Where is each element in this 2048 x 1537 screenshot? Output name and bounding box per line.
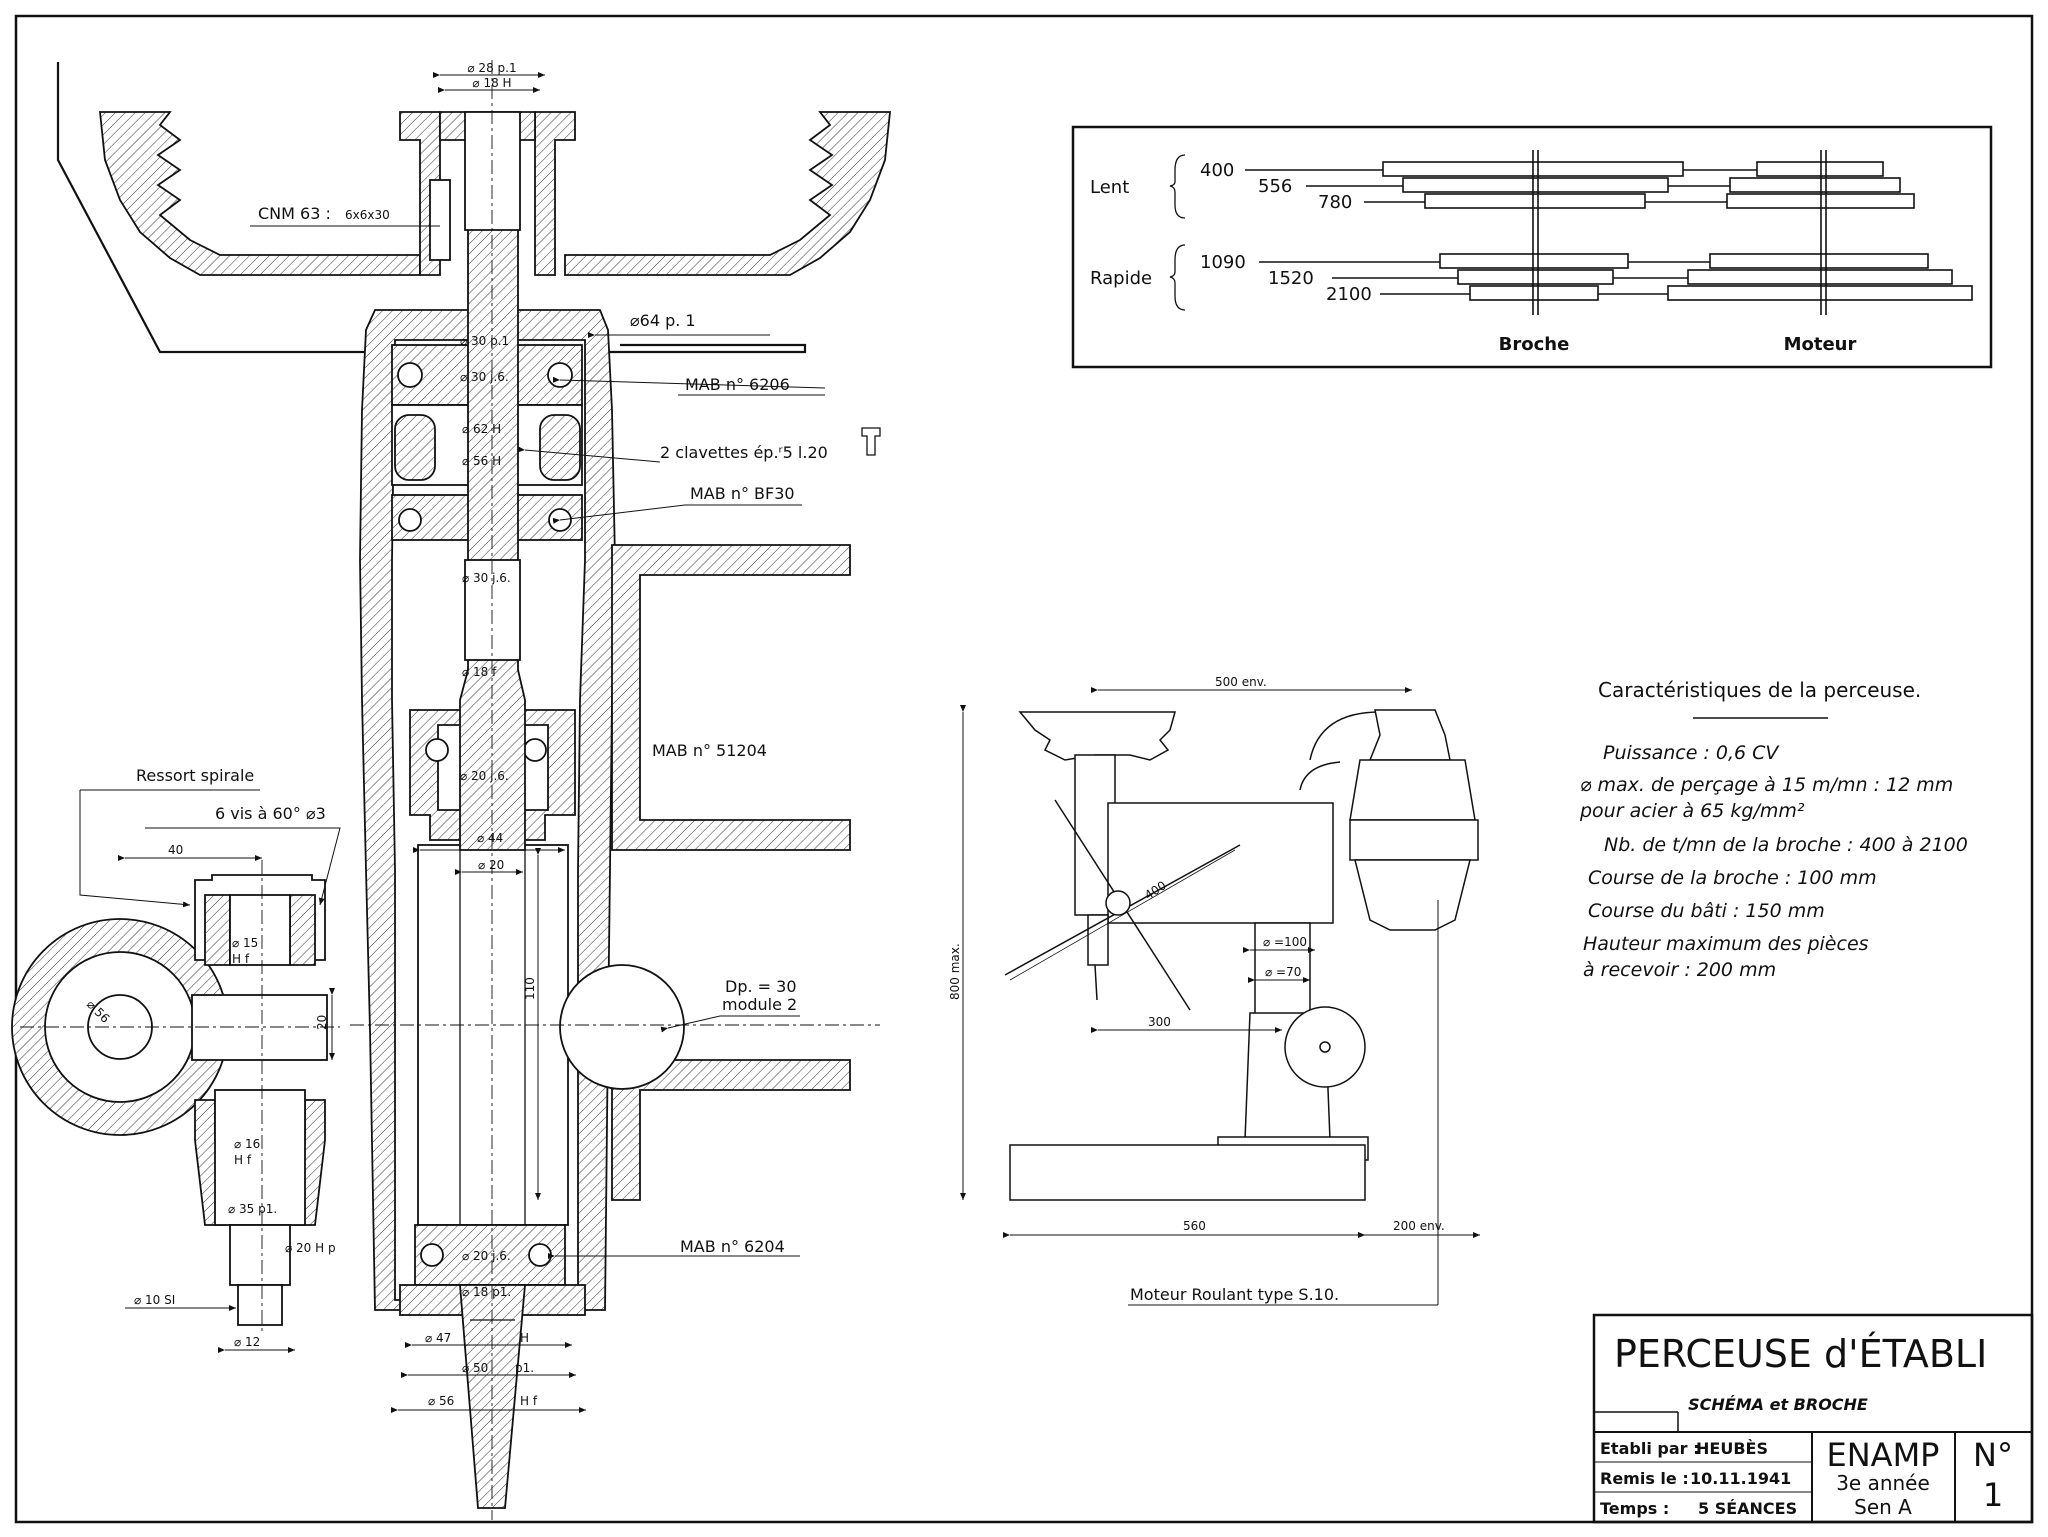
dim-20: 20: [315, 1015, 329, 1030]
dim-d20j6-top: ⌀ 20 j.6.: [460, 769, 509, 783]
char-hauteur-1: Hauteur maximum des pièces: [1583, 933, 1869, 955]
etabli-value: HEUBÈS: [1696, 1439, 1768, 1458]
label-clavettes: 2 clavettes ép.ʳ5 l.20: [660, 443, 828, 462]
dim-d20j6-bot: ⌀ 20 j.6.: [462, 1249, 511, 1263]
key-symbol: [861, 427, 881, 456]
dim-300: 300: [1148, 1015, 1171, 1029]
char-course-bati: Course du bâti : 150 mm: [1588, 900, 1825, 922]
label-moteur-roulant: Moteur Roulant type S.10.: [1130, 1285, 1339, 1304]
speed-2100: 2100: [1326, 284, 1372, 305]
pulley-steps: [1245, 150, 1973, 315]
etabli-label: Etabli par :: [1600, 1439, 1699, 1458]
dim-d20: ⌀ 20: [478, 858, 504, 872]
dim-p1: p1.: [515, 1361, 534, 1375]
speed-table-frame: [1071, 125, 1993, 369]
label-cnm: CNM 63 :: [258, 204, 331, 223]
dim-d20h7: ⌀ 20 H p: [285, 1241, 336, 1255]
dim-560: 560: [1183, 1219, 1206, 1233]
dim-d47: ⌀ 47: [425, 1331, 451, 1345]
remis-label: Remis le :: [1600, 1469, 1689, 1488]
label-module: module 2: [722, 995, 797, 1014]
dim-h7f7a: H f: [232, 952, 250, 966]
dim-d15: ⌀ 15: [232, 936, 258, 950]
dim-d18p1: ⌀ 18 p1.: [462, 1285, 511, 1299]
dim-d10: ⌀ 10 SI: [134, 1293, 175, 1307]
label-moteur: Moteur: [1784, 334, 1857, 355]
dim-d30j6-mid: ⌀ 30 j.6.: [462, 571, 511, 585]
title-block: [1592, 1313, 2034, 1524]
spindle-section: [56, 60, 891, 1520]
dim-d100: ⌀ =100: [1263, 935, 1307, 949]
dim-d56: ⌀ 56: [428, 1394, 454, 1408]
char-tours: Nb. de t/mn de la broche : 400 à 2100: [1604, 834, 1968, 856]
label-mab6206: MAB n° 6206: [685, 375, 790, 394]
dim-d30p1: ⌀ 30 p.1: [460, 334, 509, 348]
speed-400: 400: [1200, 160, 1234, 181]
label-d64: ⌀64 p. 1: [630, 311, 696, 330]
dim-d30j6-top: ⌀ 30 j.6.: [460, 370, 509, 384]
label-rapide: Rapide: [1090, 268, 1152, 289]
remis-value: 10.11.1941: [1690, 1469, 1791, 1488]
dim-d28: ⌀ 28 p.1: [467, 61, 516, 75]
side-detail: [11, 860, 340, 1335]
number-label: N°: [1973, 1436, 2013, 1474]
char-puissance: Puissance : 0,6 CV: [1603, 742, 1780, 764]
speed-1090: 1090: [1200, 252, 1246, 273]
dim-h7: H: [520, 1331, 529, 1345]
label-ressort: Ressort spirale: [136, 766, 254, 785]
label-mab51204: MAB n° 51204: [652, 741, 767, 760]
dim-d44: ⌀ 44: [477, 831, 503, 845]
sheet-border: [14, 14, 2034, 1524]
label-broche: Broche: [1499, 334, 1570, 355]
label-cnm-size: 6x6x30: [345, 208, 390, 222]
dim-d56h: ⌀ 56 H: [462, 454, 501, 468]
char-course-broche: Course de la broche : 100 mm: [1588, 867, 1877, 889]
speed-1520: 1520: [1268, 268, 1314, 289]
char-percage-2: pour acier à 65 kg/mm²: [1579, 800, 1805, 822]
dim-d18f7: ⌀ 18 f: [462, 665, 497, 679]
school: ENAMP: [1827, 1436, 1940, 1474]
label-lent: Lent: [1090, 177, 1129, 198]
speed-556: 556: [1258, 176, 1292, 197]
temps-label: Temps :: [1600, 1499, 1669, 1518]
char-percage-1: ⌀ max. de perçage à 15 m/mn : 12 mm: [1580, 774, 1953, 796]
drill-press-schematic: [1004, 709, 1479, 1201]
speed-780: 780: [1318, 192, 1352, 213]
dim-d16: ⌀ 16: [234, 1137, 260, 1151]
dim-200env: 200 env.: [1393, 1219, 1445, 1233]
section: Sen A: [1854, 1495, 1912, 1519]
dim-h7f7b: H f: [234, 1153, 252, 1167]
dim-110: 110: [523, 977, 537, 1000]
subtitle: SCHÉMA et BROCHE: [1688, 1395, 1868, 1414]
dim-40: 40: [168, 843, 183, 857]
dim-500env: 500 env.: [1215, 675, 1267, 689]
dim-h7f7: H f: [520, 1394, 538, 1408]
temps-value: 5 SÉANCES: [1698, 1499, 1797, 1518]
dim-d50: ⌀ 50: [462, 1361, 488, 1375]
label-mabbf30: MAB n° BF30: [690, 484, 795, 503]
dim-800max: 800 max.: [948, 943, 962, 1000]
label-vis: 6 vis à 60° ⌀3: [215, 804, 326, 823]
title: PERCEUSE d'ÉTABLI: [1614, 1332, 1987, 1376]
dim-d35: ⌀ 35 p1.: [228, 1202, 277, 1216]
label-dp: Dp. = 30: [725, 977, 797, 996]
number-value: 1: [1983, 1476, 2003, 1514]
year: 3e année: [1836, 1471, 1930, 1495]
char-hauteur-2: à recevoir : 200 mm: [1583, 959, 1776, 981]
characteristics-heading: Caractéristiques de la perceuse.: [1598, 678, 1921, 702]
label-mab6204: MAB n° 6204: [680, 1237, 785, 1256]
dim-d70: ⌀ =70: [1265, 965, 1301, 979]
dim-d18h: ⌀ 18 H: [472, 76, 511, 90]
dim-d62: ⌀ 62 H: [462, 422, 501, 436]
dim-d12: ⌀ 12: [234, 1335, 260, 1349]
